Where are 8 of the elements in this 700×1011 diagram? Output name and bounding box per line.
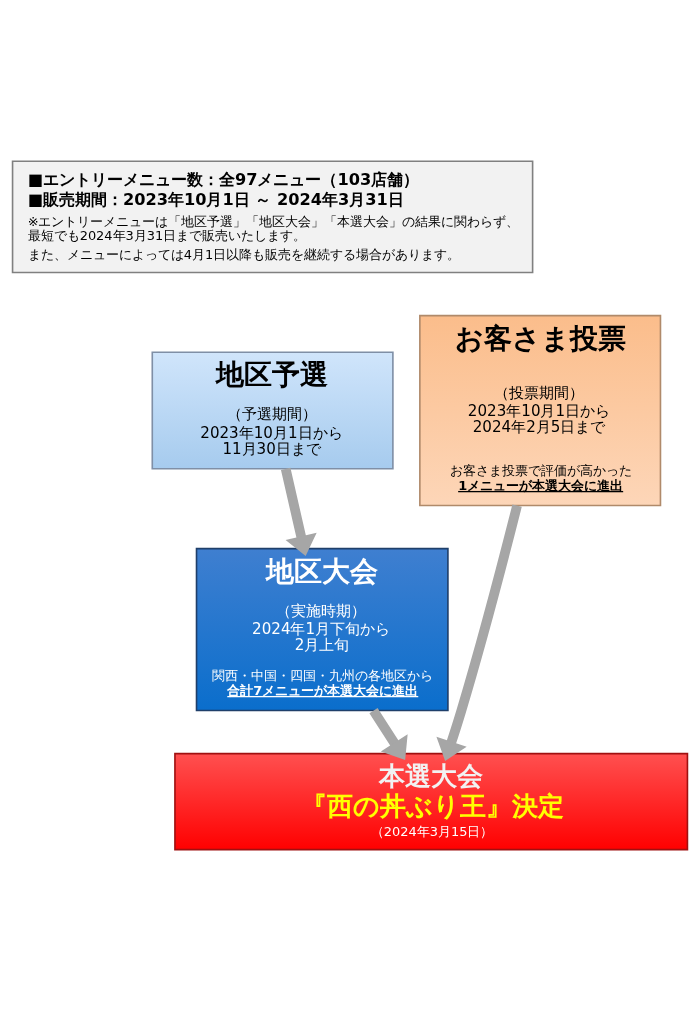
node-box: 地区予選 （予選期間） 2023年10月1日から11月30日まで — [151, 351, 394, 470]
node-box: ■エントリーメニュー数：全97メニュー（103店舗） ■販売期間：2023年10月1日 ～ 2024年3月31日 ※エントリーメニューは「地区予選」「地区大会」「本選大会」の結果に関わらず、最短でも2024年3月31日まで販売いたします。 また、メニューによっては4月1日以降も販売を継続する場合があります。 — [11, 160, 534, 274]
node-box: 本選大会 『西の丼ぶり王』決定 （2024年3月15日） — [174, 752, 689, 851]
node-box: 地区大会 （実施時期） 2024年1月下旬から2月上旬 関西・中国・四国・九州の各地区から 合計7メニューが本選大会に進出 — [195, 547, 449, 712]
arrow — [436, 504, 522, 761]
node-box: お客さま投票 （投票期間） 2023年10月1日から2024年2月5日まで お客さま投票で評価が高かった 1メニューが本選大会に進出 — [419, 314, 662, 507]
arrow — [280, 467, 317, 557]
arrow — [369, 708, 408, 760]
